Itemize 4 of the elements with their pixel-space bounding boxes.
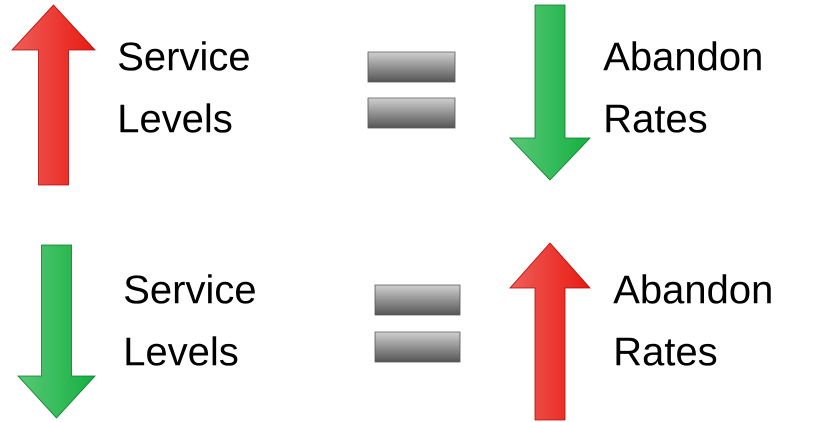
label: Abandon Rates [603,41,761,133]
label: Service Levels [125,274,255,366]
label: Abandon Rates [613,274,771,366]
label: Service Levels [119,41,249,133]
